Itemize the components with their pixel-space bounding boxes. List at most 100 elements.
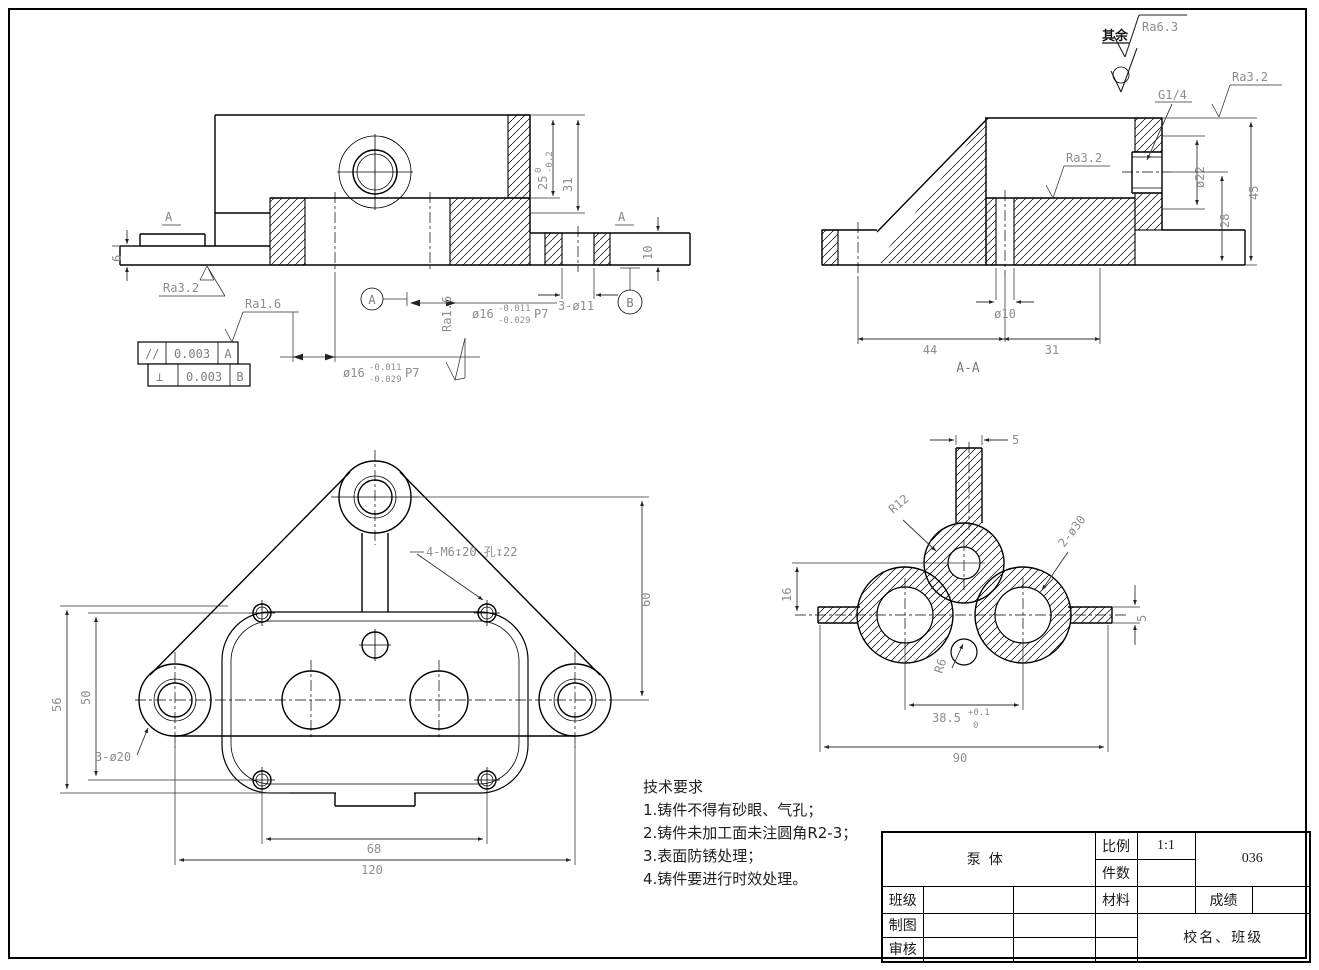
- dim-o22: ø22: [1193, 166, 1207, 188]
- svg-text:0.003: 0.003: [186, 370, 222, 384]
- dim-2xo30: 2-ø30: [1055, 513, 1088, 550]
- view-profile-section: 5 R12 2-ø30 16 R6 5 38.5 +0.1 0: [780, 433, 1149, 765]
- section-label-a-left: A: [165, 210, 173, 224]
- section-title: A-A: [956, 361, 980, 376]
- draft-date: [1012, 912, 1096, 938]
- technical-requirements: 技术要求 1.铸件不得有砂眼、气孔； 2.铸件未加工面未注圆角R2-3； 3.表…: [643, 776, 857, 891]
- perpendicularity-icon: ⊥: [156, 370, 163, 384]
- roughness-icon: [224, 311, 299, 343]
- roughness-ra63: Ra6.3: [1142, 20, 1178, 34]
- dim-o16-upper: ø16 -0.011 -0.029 P7: [472, 304, 548, 326]
- material-value: [1136, 885, 1196, 914]
- dim-50: 50: [79, 691, 93, 705]
- dim-25-tol: 25 0 -0.2: [534, 151, 555, 190]
- dim-120: 120: [361, 863, 383, 877]
- dim-31: 31: [1045, 343, 1059, 357]
- tech-req-item: 1.铸件不得有砂眼、气孔；: [643, 801, 823, 819]
- dim-r12: R12: [886, 492, 912, 517]
- view-main-section: 6 A A Ra3.2 // 0.003 A ⊥ 0.003 B: [110, 114, 691, 387]
- dim-5-right: 5: [1135, 615, 1149, 622]
- draft-label: 制图: [881, 912, 924, 938]
- dim-28: 28: [1218, 214, 1232, 228]
- svg-text:-0.011: -0.011: [369, 363, 402, 373]
- view-aa-section: ø10 44 31 A-A G1/4 ø22 28 45 Ra3.2: [821, 14, 1282, 376]
- class-extra: [1012, 885, 1096, 914]
- dim-3xo20: 3-ø20: [95, 750, 131, 764]
- thread-note-g14: G1/4: [1158, 88, 1187, 102]
- svg-text:25: 25: [536, 176, 550, 190]
- roughness-icon: [1113, 14, 1187, 58]
- hatch-wall: [507, 114, 531, 199]
- dim-31: 31: [561, 178, 575, 192]
- roughness-ra32-top: Ra3.2: [1232, 70, 1268, 84]
- dim-56: 56: [50, 698, 64, 712]
- scale-label: 比例: [1094, 831, 1138, 860]
- roughness-ra16-vertical: Ra1.6: [440, 296, 454, 332]
- roughness-ra32-inner: Ra3.2: [1066, 151, 1102, 165]
- r6-valley: [950, 638, 978, 666]
- dim-10: 10: [641, 246, 655, 260]
- svg-text:-0.011: -0.011: [498, 304, 531, 314]
- quantity-label: 件数: [1094, 858, 1138, 887]
- svg-text:0.003: 0.003: [174, 347, 210, 361]
- svg-text:B: B: [236, 370, 243, 384]
- scale-value: 1:1: [1136, 831, 1196, 860]
- dim-6: 6: [110, 255, 124, 262]
- dim-5-top: 5: [1012, 433, 1019, 447]
- svg-text:-0.029: -0.029: [498, 316, 531, 326]
- svg-text:P7: P7: [534, 307, 548, 321]
- quantity-value: [1136, 858, 1196, 887]
- tech-req-item: 2.铸件未加工面未注圆角R2-3；: [643, 824, 858, 842]
- part-name: 泵体: [881, 831, 1096, 887]
- datum-a: A: [368, 293, 376, 307]
- audit-date: [1012, 936, 1096, 963]
- audit-extra: [1094, 936, 1138, 963]
- class-value: [922, 885, 1014, 914]
- roughness-ra16: Ra1.6: [245, 297, 281, 311]
- m6-holes: [249, 600, 500, 793]
- svg-text:A: A: [224, 347, 232, 361]
- dim-16: 16: [780, 588, 794, 602]
- svg-text:+0.1: +0.1: [968, 708, 990, 718]
- qiyu-label: 其余: [1102, 28, 1129, 44]
- draft-name: [922, 912, 1014, 938]
- svg-text:ø16: ø16: [343, 366, 365, 380]
- dim-90: 90: [953, 751, 967, 765]
- audit-name: [922, 936, 1014, 963]
- roughness-icon: [1211, 84, 1282, 118]
- dim-o16-lower: ø16 -0.011 -0.029 P7: [343, 363, 419, 385]
- class-label: 班级: [881, 885, 924, 914]
- tolerance-frame-perpendicular: ⊥ 0.003 B: [147, 363, 251, 387]
- dim-r6: R6: [932, 657, 950, 675]
- svg-text:-0.029: -0.029: [369, 375, 402, 385]
- title-block: 泵体 比例 1:1 036 件数 班级 材料 成绩 制图 校名、班级 审核: [881, 831, 1311, 963]
- svg-text:38.5: 38.5: [932, 711, 961, 725]
- roughness-icon: [445, 337, 466, 381]
- roughness-ra32: Ra3.2: [163, 281, 199, 295]
- view-front: 60 56 50 3-ø20 68 120 4-M6↧20 孔↧22: [50, 450, 653, 877]
- grade-value: [1251, 885, 1311, 914]
- drawing-number: 036: [1194, 831, 1311, 887]
- dim-o10: ø10: [994, 307, 1016, 321]
- svg-text:0: 0: [973, 721, 978, 731]
- tech-req-item: 3.表面防锈处理；: [643, 847, 763, 865]
- svg-text:0: 0: [534, 168, 544, 173]
- material-label: 材料: [1094, 885, 1138, 914]
- datum-b: B: [626, 296, 633, 310]
- tech-req-item: 4.铸件要进行时效处理。: [643, 870, 808, 888]
- dim-45: 45: [1247, 186, 1261, 200]
- svg-text:ø16: ø16: [472, 307, 494, 321]
- svg-text:P7: P7: [405, 366, 419, 380]
- grade-label: 成绩: [1194, 885, 1253, 914]
- section-label-a-right: A: [618, 210, 626, 224]
- parallelism-icon: //: [145, 347, 159, 361]
- dim-385-tol: 38.5 +0.1 0: [932, 708, 990, 731]
- school-class: 校名、班级: [1136, 912, 1311, 963]
- general-roughness-note: 其余 Ra6.3: [1102, 14, 1187, 93]
- dim-3xo11: 3-ø11: [558, 299, 594, 313]
- tolerance-frame-parallel: // 0.003 A: [137, 341, 239, 365]
- roughness-icon: [1045, 165, 1110, 199]
- svg-text:-0.2: -0.2: [545, 151, 555, 173]
